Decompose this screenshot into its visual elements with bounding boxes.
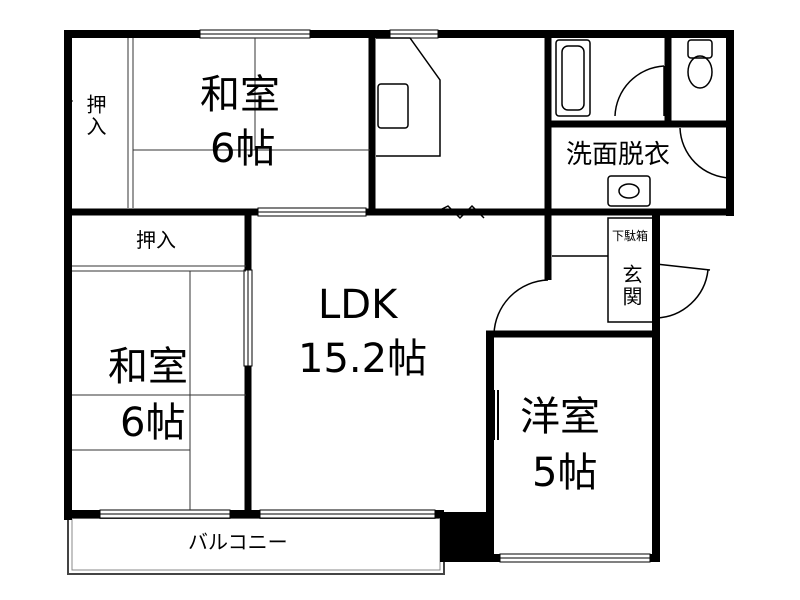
tatami-top (127, 38, 370, 208)
label-oshiire-left: 押入 (83, 94, 107, 138)
windows (99, 29, 651, 563)
room-size-youshitsu: 5帖 (532, 450, 598, 496)
bath-fixtures (555, 39, 731, 207)
kitchen-counter (376, 37, 441, 157)
room-size-ldk: 15.2帖 (298, 336, 428, 382)
label-senmen: 洗面脱衣 (566, 140, 671, 170)
sliding-doors (243, 207, 367, 367)
room-name-washitsu-top: 和室 (200, 72, 280, 118)
room-name-ldk: LDK (318, 282, 398, 328)
room-name-youshitsu: 洋室 (520, 394, 600, 440)
label-balcony: バルコニー (188, 530, 288, 554)
tatami-bottom (72, 271, 246, 510)
interior-walls (64, 34, 734, 514)
room-size-washitsu-bottom: 6帖 (120, 400, 186, 446)
wall-pillar (440, 512, 492, 562)
label-genkan: 玄関 (619, 264, 643, 308)
label-getabako: 下駄箱 (612, 229, 649, 243)
room-name-washitsu-bottom: 和室 (108, 344, 188, 390)
entry-area (493, 217, 711, 335)
label-oshiire-middle: 押入 (136, 228, 176, 252)
folding-door (435, 204, 485, 220)
room-size-washitsu-top: 6帖 (210, 126, 276, 172)
youshitsu-closet (493, 390, 499, 440)
oshiire-middle (72, 265, 246, 272)
